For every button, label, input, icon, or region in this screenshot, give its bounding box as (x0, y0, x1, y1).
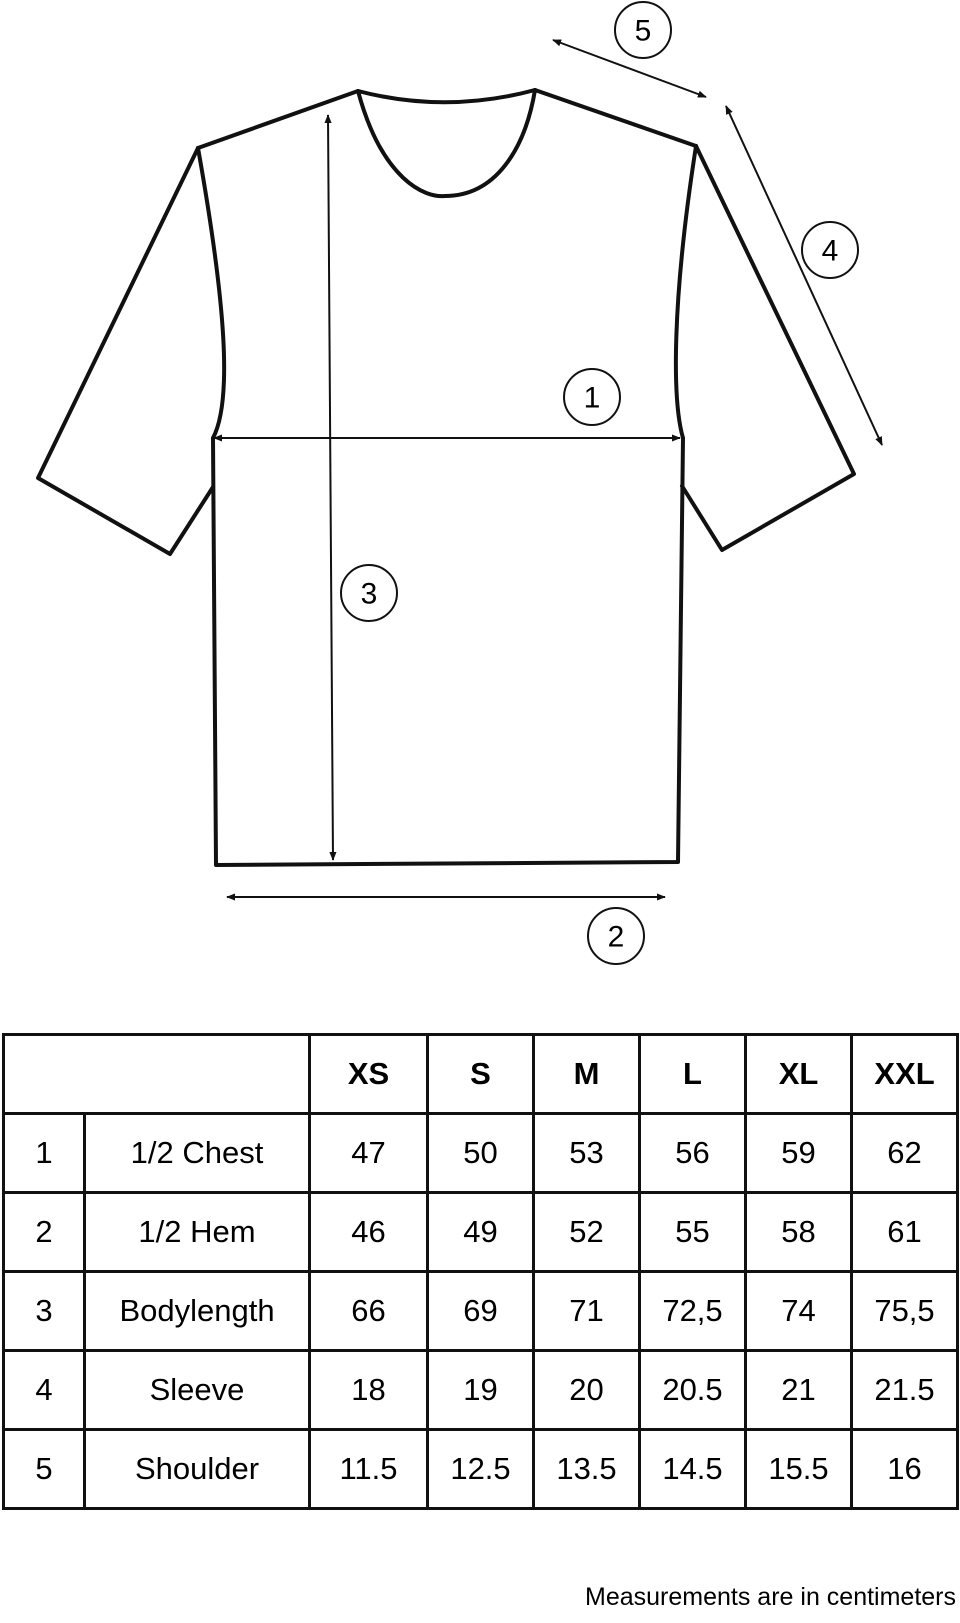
right-armhole (673, 144, 698, 440)
size-header-xl: XL (744, 1033, 853, 1115)
table-cell: 21 (744, 1349, 853, 1431)
table-cell: 13.5 (532, 1428, 641, 1510)
table-cell: 18 (308, 1349, 429, 1431)
left-sleeve (36, 146, 215, 556)
table-cell: 21.5 (850, 1349, 959, 1431)
table-cell: 53 (532, 1112, 641, 1194)
row-measure-name: Shoulder (83, 1428, 311, 1510)
shoulder-arrow (552, 39, 707, 98)
table-row: 1 1/2 Chest 47 50 53 56 59 62 (2, 1112, 959, 1194)
size-header-xs: XS (308, 1033, 429, 1115)
neckline (356, 88, 537, 199)
table-cell: 74 (744, 1270, 853, 1352)
measurement-lines (213, 39, 883, 901)
left-armhole (196, 146, 227, 440)
marker-label-4: 4 (822, 235, 839, 268)
row-measure-name: 1/2 Chest (83, 1112, 311, 1194)
row-measure-name: 1/2 Hem (83, 1191, 311, 1273)
size-header-m: M (532, 1033, 641, 1115)
table-cell: 58 (744, 1191, 853, 1273)
table-cell: 59 (744, 1112, 853, 1194)
header-empty-cell (2, 1033, 311, 1115)
table-header-row: XS S M L XL XXL (2, 1033, 959, 1115)
row-measure-name: Bodylength (83, 1270, 311, 1352)
table-row: 5 Shoulder 11.5 12.5 13.5 14.5 15.5 16 (2, 1428, 959, 1510)
table-row: 3 Bodylength 66 69 71 72,5 74 75,5 (2, 1270, 959, 1352)
table-cell: 20 (532, 1349, 641, 1431)
marker-circle-4 (801, 221, 859, 279)
marker-label-3: 3 (361, 578, 378, 611)
table-row: 2 1/2 Hem 46 49 52 55 58 61 (2, 1191, 959, 1273)
size-header-xxl: XXL (850, 1033, 959, 1115)
table-cell: 46 (308, 1191, 429, 1273)
table-cell: 16 (850, 1428, 959, 1510)
row-number: 5 (2, 1428, 86, 1510)
sleeve-arrow (725, 105, 883, 446)
table-cell: 61 (850, 1191, 959, 1273)
neck-top-edge (356, 88, 537, 105)
table-cell: 19 (426, 1349, 535, 1431)
right-sleeve (680, 144, 856, 552)
table-cell: 14.5 (638, 1428, 747, 1510)
row-measure-name: Sleeve (83, 1349, 311, 1431)
table-cell: 71 (532, 1270, 641, 1352)
table-cell: 12.5 (426, 1428, 535, 1510)
table-cell: 15.5 (744, 1428, 853, 1510)
table-cell: 66 (308, 1270, 429, 1352)
marker-label-2: 2 (608, 921, 625, 954)
measurement-markers (340, 1, 859, 965)
measurement-units-note: Measurements are in centimeters (585, 1583, 956, 1611)
table-cell: 11.5 (308, 1428, 429, 1510)
marker-circle-3 (340, 564, 398, 622)
tshirt-diagram: 1 2 3 4 5 (36, 1, 883, 965)
row-number: 4 (2, 1349, 86, 1431)
marker-circle-2 (587, 907, 645, 965)
size-header-s: S (426, 1033, 535, 1115)
marker-circle-1 (563, 368, 621, 426)
table-row: 4 Sleeve 18 19 20 20.5 21 21.5 (2, 1349, 959, 1431)
bodylength-arrow (324, 114, 337, 861)
left-shoulder (196, 89, 360, 150)
table-cell: 56 (638, 1112, 747, 1194)
table-cell: 49 (426, 1191, 535, 1273)
row-number: 1 (2, 1112, 86, 1194)
table-cell: 50 (426, 1112, 535, 1194)
table-cell: 52 (532, 1191, 641, 1273)
table-cell: 75,5 (850, 1270, 959, 1352)
marker-label-5: 5 (635, 15, 652, 48)
row-number: 3 (2, 1270, 86, 1352)
size-chart-table: XS S M L XL XXL 1 1/2 Chest 47 50 53 56 … (2, 1033, 959, 1510)
table-cell: 55 (638, 1191, 747, 1273)
body-outline (211, 436, 685, 867)
size-header-l: L (638, 1033, 747, 1115)
table-cell: 20.5 (638, 1349, 747, 1431)
table-cell: 69 (426, 1270, 535, 1352)
marker-label-1: 1 (584, 382, 601, 415)
table-cell: 72,5 (638, 1270, 747, 1352)
right-shoulder (533, 88, 698, 148)
table-cell: 62 (850, 1112, 959, 1194)
marker-circle-5 (614, 1, 672, 59)
tshirt-outline (36, 88, 856, 867)
table-cell: 47 (308, 1112, 429, 1194)
row-number: 2 (2, 1191, 86, 1273)
